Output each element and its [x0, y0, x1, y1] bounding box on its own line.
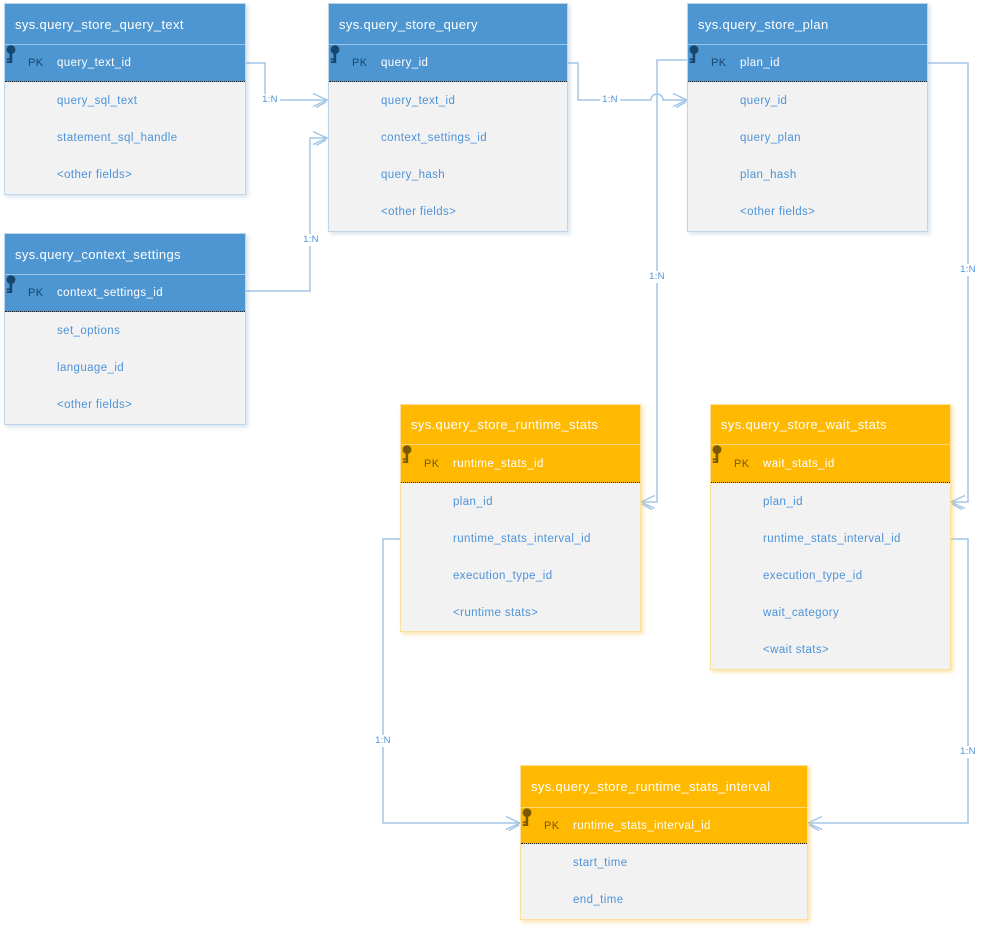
table-fields: query_text_id context_settings_id query_ha… — [329, 82, 567, 231]
primary-key-icon — [6, 275, 16, 293]
pk-field-name: plan_id — [740, 57, 780, 69]
table-title: sys.query_store_runtime_stats — [401, 405, 640, 444]
pk-field-name: runtime_stats_interval_id — [573, 819, 711, 832]
field-row: <other fields> — [57, 399, 133, 412]
cardinality-label: 1:N — [260, 94, 280, 106]
field-row: execution_type_id — [453, 569, 553, 582]
field-row: query_plan — [740, 131, 801, 144]
field-row: runtime_stats_interval_id — [453, 532, 591, 545]
table-fields: plan_id runtime_stats_interval_id executio… — [401, 483, 640, 631]
primary-key-icon — [712, 445, 722, 463]
pk-field-name: wait_stats_id — [763, 457, 835, 470]
field-row: set_options — [57, 324, 121, 337]
field-row: query_id — [740, 94, 788, 107]
primary-key-icon — [689, 45, 699, 63]
primary-key-row: PK query_id — [329, 44, 567, 82]
table-title: sys.query_store_query — [329, 4, 567, 44]
pk-field-name: query_id — [381, 57, 429, 69]
field-row: end_time — [573, 894, 624, 907]
field-row: plan_id — [763, 495, 803, 508]
field-row: <runtime stats> — [453, 606, 539, 619]
table-fields: plan_id runtime_stats_interval_id executio… — [711, 483, 950, 669]
field-row: query_hash — [381, 169, 446, 182]
field-row: start_time — [573, 856, 628, 869]
relationship-connector-context-settings-to-query — [246, 130, 329, 292]
relationship-connector-query-text-to-query — [246, 62, 329, 109]
relationship-connector-query-to-plan — [568, 62, 689, 109]
primary-key-row: PK context_settings_id — [5, 274, 245, 312]
field-row: query_text_id — [381, 94, 456, 107]
primary-key-row: PK runtime_stats_id — [401, 444, 640, 483]
cardinality-label: 1:N — [373, 735, 393, 747]
field-row: statement_sql_handle — [57, 131, 178, 144]
pk-label: PK — [352, 57, 368, 69]
pk-field-name: context_settings_id — [57, 287, 164, 299]
field-row: plan_hash — [740, 169, 797, 182]
field-row: <other fields> — [740, 206, 816, 219]
primary-key-row: PK query_text_id — [5, 44, 245, 82]
primary-key-icon — [522, 808, 532, 826]
table-fields: set_options language_id <other fields> — [5, 312, 245, 424]
primary-key-row: PK wait_stats_id — [711, 444, 950, 483]
primary-key-icon — [6, 45, 16, 63]
pk-label: PK — [711, 57, 727, 69]
field-row: wait_category — [763, 607, 840, 620]
field-row: context_settings_id — [381, 131, 488, 144]
pk-label: PK — [544, 819, 560, 832]
cardinality-label: 1:N — [301, 234, 321, 246]
field-row: runtime_stats_interval_id — [763, 532, 901, 545]
primary-key-icon — [402, 445, 412, 463]
pk-field-name: query_text_id — [57, 57, 132, 69]
field-row: language_id — [57, 361, 125, 374]
pk-label: PK — [28, 57, 44, 69]
pk-label: PK — [424, 457, 440, 470]
cardinality-label: 1:N — [647, 271, 667, 283]
pk-label: PK — [734, 457, 750, 470]
relationship-connector-plan-to-runtime-stats — [639, 59, 687, 511]
primary-key-icon — [330, 45, 340, 63]
table-title: sys.query_context_settings — [5, 234, 245, 274]
pk-field-name: runtime_stats_id — [453, 457, 544, 470]
table-title: sys.query_store_query_text — [5, 4, 245, 44]
cardinality-label: 1:N — [600, 94, 620, 106]
field-row: query_sql_text — [57, 94, 138, 107]
table-title: sys.query_store_wait_stats — [711, 405, 950, 444]
table-fields: query_sql_text statement_sql_handle <other… — [5, 82, 245, 194]
field-row: execution_type_id — [763, 569, 863, 582]
pk-label: PK — [28, 287, 44, 299]
cardinality-label: 1:N — [958, 746, 978, 758]
primary-key-row: PK plan_id — [688, 44, 927, 82]
field-row: <other fields> — [57, 169, 133, 182]
table-title: sys.query_store_plan — [688, 4, 927, 44]
field-row: <other fields> — [381, 206, 457, 219]
field-row: <wait stats> — [763, 644, 830, 657]
table-fields: query_id query_plan plan_hash <other fields… — [688, 82, 927, 231]
table-title: sys.query_store_runtime_stats_interval — [521, 766, 807, 807]
primary-key-row: PK runtime_stats_interval_id — [521, 807, 807, 844]
cardinality-label: 1:N — [958, 264, 978, 276]
table-fields: start_time end_time — [521, 844, 807, 919]
field-row: plan_id — [453, 495, 493, 508]
